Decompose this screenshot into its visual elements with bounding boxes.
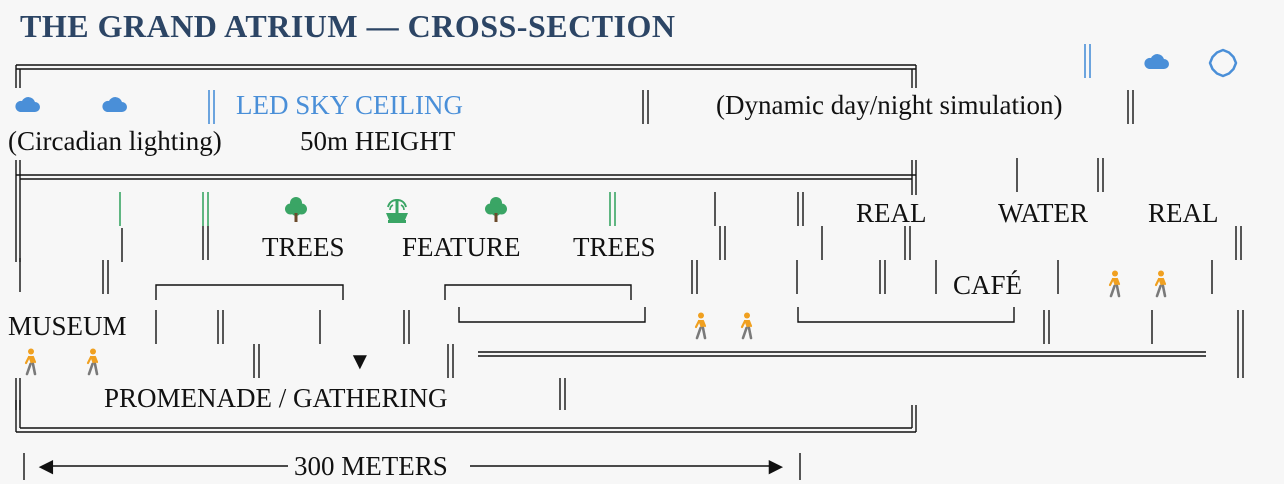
cloud-icon [14,96,40,113]
person-walking-icon [1150,270,1170,298]
mezzanine-line [478,351,1206,357]
person-walking-icon [82,348,102,376]
trees-right-label: TREES [573,232,656,262]
tree-icon [284,196,308,224]
open-top-brackets [155,284,632,300]
ceiling-bottom-line [15,160,917,195]
sun-icon [1208,48,1238,78]
feature-label: FEATURE [402,232,521,262]
cloud-icon [1143,53,1169,70]
cafe-label: CAFÉ [953,270,1023,300]
promenade-label: PROMENADE / GATHERING [104,383,448,413]
ceiling-top-line [15,64,917,88]
trees-left-label: TREES [262,232,345,262]
single-dividers [19,158,1213,480]
water-label: WATER [998,198,1088,228]
height-label: 50m HEIGHT [300,126,456,156]
scale-right-arrow: ► [764,454,788,480]
scale-left-arrow: ◄ [34,454,58,480]
circadian-lighting-label: (Circadian lighting) [8,126,222,156]
person-walking-icon [20,348,40,376]
real-right-label: REAL [1148,198,1219,228]
down-arrow-marker: ▼ [348,349,372,375]
person-walking-icon [1104,270,1124,298]
person-walking-icon [736,312,756,340]
museum-label: MUSEUM [8,311,127,341]
person-walking-icon [690,312,710,340]
scale-label: 300 METERS [294,451,448,481]
real-left-label: REAL [856,198,927,228]
diagram-title: THE GRAND ATRIUM — CROSS-SECTION [20,8,676,44]
double-dividers [15,90,1244,410]
fountain-icon [384,196,410,224]
tree-icon [484,196,508,224]
open-bottom-brackets [458,307,1015,323]
cloud-icon [101,96,127,113]
ceiling-note: (Dynamic day/night simulation) [716,90,1063,120]
led-sky-ceiling-label: LED SKY CEILING [236,90,463,120]
